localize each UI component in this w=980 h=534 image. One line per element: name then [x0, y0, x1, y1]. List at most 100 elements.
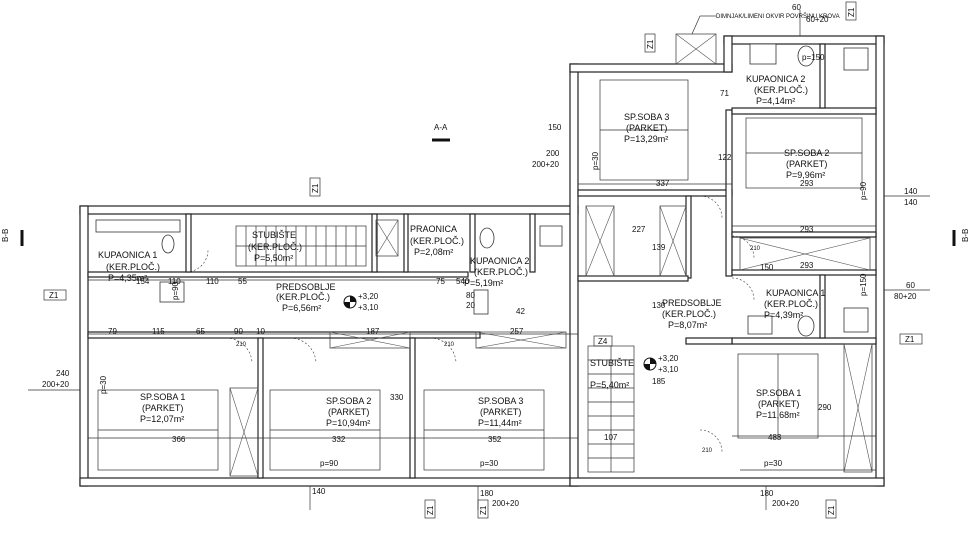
outer-walls [79, 35, 885, 487]
dimensions-d55-label: 55 [238, 277, 247, 286]
dimensions-d330-label: 330 [390, 393, 404, 402]
dimension-lines [28, 10, 930, 510]
window-tag-z1-top-a [644, 33, 656, 53]
dimensions-d90a-label: 90 [234, 327, 243, 336]
levels-right-upper-label: +3,20 [658, 354, 679, 363]
rooms-soba3-top-area-label: P=13,29m² [624, 134, 668, 144]
rooms-soba2-right-name-label: SP.SOBA 2 [784, 148, 829, 158]
dimensions-d140b-label: 140 [904, 198, 918, 207]
rooms-soba2-bottom-finish-label: (PARKET) [328, 407, 369, 417]
room-soba3-top: SP.SOBA 3 (PARKET) P=13,29m² [624, 112, 669, 144]
section-mark-bb-left: B-B [1, 229, 24, 246]
window-tags-z1-right-label: Z1 [905, 335, 915, 344]
rooms-soba2-right-finish-label: (PARKET) [786, 159, 827, 169]
dimensions-d140a-label: 140 [904, 187, 918, 196]
dimensions-d110a-label: 110 [206, 277, 219, 286]
parapets-p90c-label: p=90 [171, 281, 180, 300]
rooms-stubiste-top-name-label: STUBIŠTE [252, 230, 296, 240]
dimensions-d210b-label: 210 [444, 342, 455, 348]
dimensions-d240-label: 240 [56, 369, 70, 378]
dimensions-d210c-label: 210 [750, 246, 761, 252]
parapets-p150b-label: p=150 [859, 273, 868, 296]
dimensions-d140c-label: 140 [312, 487, 326, 496]
room-predsoblje-left: PREDSOBLJE (KER.PLOČ.) P=6,56m² [276, 282, 336, 313]
dimensions-d540-label: 540 [456, 277, 470, 286]
rooms-predsoblje-right-area-label: P=8,07m² [668, 320, 707, 330]
parapets-p150a-label: p=150 [802, 53, 825, 62]
dimensions-d200-label: 200 [546, 149, 560, 158]
rooms-soba1-right-area-label: P=11,68m² [756, 410, 800, 420]
dimensions-d80-20a-label: 80+20 [894, 292, 917, 301]
dimensions-d130-label: 130 [652, 301, 666, 310]
rooms-praonica-area-label: P=2,08m² [414, 247, 453, 257]
rooms-soba2-bottom-area-label: P=10,94m² [326, 418, 370, 428]
rooms-predsoblje-right-name-label: PREDSOBLJE [662, 298, 722, 308]
window-tags-z4-label: Z4 [598, 337, 608, 346]
dimensions-d71-label: 71 [720, 89, 729, 98]
rooms-soba1-right-name-label: SP.SOBA 1 [756, 388, 801, 398]
dimensions-d200-20c-label: 200+20 [492, 499, 519, 508]
window-tag-z1-right [899, 333, 923, 345]
dimensions-d60-20-label: 60+20 [806, 15, 829, 24]
dimensions-d337-label: 337 [656, 179, 670, 188]
rooms-soba2-right-area-label: P=9,96m² [786, 170, 825, 180]
rooms-praonica-finish-label: (KER.PLOČ.) [410, 236, 464, 246]
rooms-kupaonica2-mid-area-label: P=5,19m² [464, 278, 503, 288]
rooms-predsoblje-left-finish-label: (KER.PLOČ.) [276, 292, 330, 302]
rooms-stubiste-bottom-area-label: P=5,40m² [590, 380, 629, 390]
window-tags-z1-mid-label: Z1 [311, 183, 320, 193]
rooms-soba3-bottom-finish-label: (PARKET) [480, 407, 521, 417]
parapets-p30a-label: p=30 [99, 375, 108, 394]
dimensions-d290-label: 290 [818, 403, 832, 412]
dimensions-d210d-label: 210 [702, 448, 713, 454]
dimensions-d42-label: 42 [516, 307, 525, 316]
section-marks-bb-right-label: B-B [961, 229, 970, 242]
dimensions-d75a-label: 75 [436, 277, 445, 286]
dimensions-d60a-label: 60 [906, 281, 915, 290]
dimensions-d293a-label: 293 [800, 179, 814, 188]
window-tag-z4 [593, 335, 613, 347]
stairs-top [235, 225, 367, 267]
rooms-kupaonica1-right-finish-label: (KER.PLOČ.) [764, 299, 818, 309]
rooms-kupaonica2-mid-name-label: KUPAONICA 2 [470, 256, 529, 266]
rooms-predsoblje-left-area-label: P=6,56m² [282, 303, 321, 313]
level-marker-right: +3,20 +3,10 [643, 354, 679, 374]
dimensions-d110b-label: 110 [168, 277, 181, 286]
parapets-p30c-label: p=30 [480, 459, 499, 468]
rooms-kupaonica2-mid-finish-label: (KER.PLOČ.) [474, 267, 528, 277]
dimensions-d200-20a-label: 200+20 [532, 160, 559, 169]
room-kupaonica1-left: KUPAONICA 1 (KER.PLOČ.) P=4,35m² [98, 250, 160, 283]
wardrobes [229, 33, 873, 477]
dimension-texts: 79 115 65 90 10 187 257 110 55 75 540 15… [42, 3, 918, 508]
dimensions-d257-label: 257 [510, 327, 524, 336]
rooms-kupaonica1-right-name-label: KUPAONICA 1 [766, 288, 825, 298]
room-praonica: PRAONICA (KER.PLOČ.) P=2,08m² [410, 224, 464, 257]
room-soba1-left: SP.SOBA 1 (PARKET) P=12,07m² [140, 392, 185, 424]
room-soba1-right: SP.SOBA 1 (PARKET) P=11,68m² [756, 388, 801, 420]
room-soba2-right: SP.SOBA 2 (PARKET) P=9,96m² [784, 148, 829, 180]
dimensions-d200-20d-label: 200+20 [772, 499, 799, 508]
dimensions-d332-label: 332 [332, 435, 346, 444]
section-marks-bb-left-label: B-B [1, 229, 10, 242]
stairs-bottom [587, 345, 635, 473]
rooms-kupaonica1-left-name-label: KUPAONICA 1 [98, 250, 157, 260]
parapet-heights: p=30 p=30 p=30 p=30 p=90 p=90 p=90 p=150… [99, 53, 868, 468]
dimensions-d139-label: 139 [652, 243, 666, 252]
dimensions-d352-label: 352 [488, 435, 502, 444]
rooms-predsoblje-right-finish-label: (KER.PLOČ.) [662, 309, 716, 319]
sanitary-fixtures [95, 43, 869, 337]
door-swings [185, 195, 755, 453]
levels-right-lower-label: +3,10 [658, 365, 679, 374]
window-tags-z1-bottom-b-label: Z1 [479, 505, 488, 515]
beds [97, 79, 863, 471]
dimensions-d187-label: 187 [366, 327, 380, 336]
parapets-p30b-label: p=30 [591, 151, 600, 170]
dimensions-d79-label: 79 [108, 327, 117, 336]
rooms-kupaonica1-right-area-label: P=4,39m² [764, 310, 803, 320]
rooms-kupaonica1-left-finish-label: (KER.PLOČ.) [106, 262, 160, 272]
dimensions-d154-label: 154 [136, 277, 150, 286]
room-soba3-bottom: SP.SOBA 3 (PARKET) P=11,44m² [478, 396, 523, 428]
dimensions-d60b-label: 60 [792, 3, 801, 12]
rooms-stubiste-top-finish-label: (KER.PLOČ.) [248, 242, 302, 252]
rooms-soba1-left-finish-label: (PARKET) [142, 403, 183, 413]
